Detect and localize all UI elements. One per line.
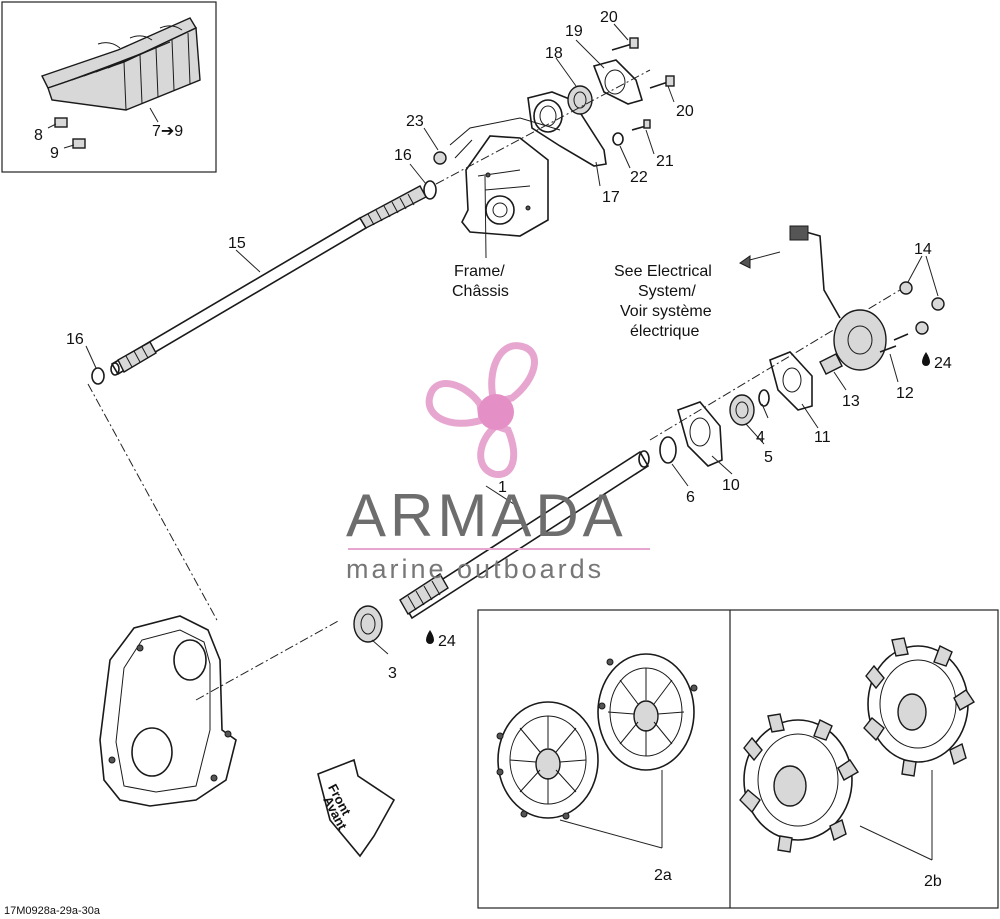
callout-6: 6 (686, 489, 695, 506)
callout-2b: 2b (924, 873, 942, 890)
callout-2a: 2a (654, 867, 672, 884)
bolt-20-upper (611, 37, 639, 51)
oring-16-lower (91, 367, 105, 385)
callout-11: 11 (814, 429, 831, 446)
electrical-note-line4: électrique (630, 323, 699, 340)
callout-18: 18 (545, 45, 563, 62)
armada-watermark: ARMADA marine outboards (346, 342, 650, 584)
drive-shaft-1 (399, 450, 650, 620)
bearing-18 (567, 85, 593, 115)
callout-14: 14 (914, 241, 932, 258)
callout-22: 22 (630, 169, 648, 186)
housing-plate-10 (677, 401, 723, 467)
nut-23 (433, 151, 447, 165)
callout-17: 17 (602, 189, 620, 206)
callout-24-upper: 24 (934, 355, 952, 372)
callout-5: 5 (764, 449, 773, 466)
retainer-plate-19 (592, 59, 643, 105)
callout-16-upper: 16 (394, 147, 412, 164)
lubricant-icon-upper (922, 352, 930, 366)
sprocket-2b-front (739, 713, 859, 853)
shaft-15 (110, 185, 427, 376)
callout-12: 12 (896, 385, 914, 402)
propeller-logo (425, 342, 538, 478)
callout-4: 4 (756, 429, 765, 446)
watermark-brand: ARMADA (346, 482, 627, 549)
callout-8: 8 (34, 127, 43, 144)
callout-23: 23 (406, 113, 424, 130)
oring-16-upper (423, 180, 437, 200)
callout-15: 15 (228, 235, 246, 252)
frame-label-line2: Châssis (452, 283, 509, 300)
callout-10: 10 (722, 477, 740, 494)
callout-13: 13 (842, 393, 860, 410)
frame-chassis (449, 117, 561, 237)
bolt-20-lower (649, 75, 675, 89)
callout-9: 9 (50, 145, 59, 162)
drawing-code: 17M0928a-29a-30a (4, 905, 101, 917)
oring-6 (659, 436, 677, 464)
track-inset: 8 9 7➔9 (1, 1, 217, 173)
track-belt (41, 17, 201, 111)
callout-20-top: 20 (600, 9, 618, 26)
watermark-tagline: marine outboards (346, 554, 604, 584)
callout-19: 19 (565, 23, 583, 40)
screws-12 (879, 333, 909, 353)
sprocket-2a-rear (597, 653, 698, 771)
washer-22 (612, 132, 624, 146)
sprocket-2b-rear (863, 637, 975, 777)
track-clip-8 (54, 117, 68, 128)
chaincase (99, 615, 237, 807)
nuts-14 (899, 281, 945, 335)
sensor-disc (833, 309, 887, 371)
front-arrow: Front Avant (317, 758, 396, 858)
callout-16-lower: 16 (66, 331, 84, 348)
electrical-note-line1: See Electrical (614, 263, 712, 280)
ring-4 (758, 389, 770, 407)
track-clip-9 (72, 138, 86, 149)
sensor-13 (819, 353, 843, 375)
electrical-cable (789, 225, 841, 319)
callout-1: 1 (498, 479, 507, 496)
sprocket-2a-front (496, 701, 599, 820)
bearing-5 (729, 394, 755, 426)
bolt-21 (631, 119, 651, 131)
electrical-note-line3: Voir système (620, 303, 712, 320)
frame-label-line1: Frame/ (454, 263, 505, 280)
lubricant-icon-lower (426, 630, 434, 644)
electrical-note-line2: System/ (638, 283, 696, 300)
callout-3: 3 (388, 665, 397, 682)
plate-11 (769, 351, 813, 411)
callout-21: 21 (656, 153, 674, 170)
sprocket-inset: 2a 2b (477, 609, 999, 909)
callout-20-bottom: 20 (676, 103, 694, 120)
seal-3 (353, 605, 383, 643)
callout-24-lower: 24 (438, 633, 456, 650)
bearing-housing-17 (527, 91, 607, 167)
callout-7-9: 7➔9 (152, 123, 183, 140)
